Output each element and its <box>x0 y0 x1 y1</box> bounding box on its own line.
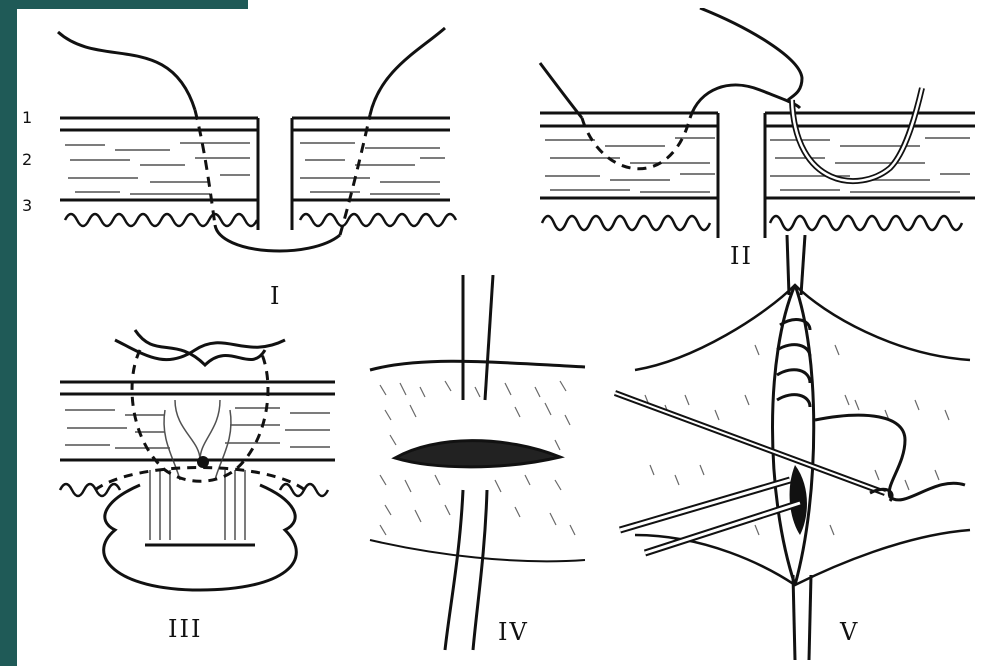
layer-number-3: 3 <box>22 196 32 215</box>
panel-v-drawing <box>605 235 980 660</box>
figure-label-iv: IV <box>498 618 529 646</box>
layer-number-1: 1 <box>22 108 32 127</box>
figure-label-v: V <box>840 618 859 646</box>
layer-number-2: 2 <box>22 150 32 169</box>
panel-i-drawing <box>20 10 460 300</box>
top-accent-bar <box>0 0 248 9</box>
figure-label-i: I <box>270 282 281 310</box>
figure-label-iii: III <box>168 615 202 643</box>
panel-iv-drawing <box>365 275 590 655</box>
left-accent-bar <box>0 0 17 666</box>
panel-iii-drawing <box>55 320 345 600</box>
